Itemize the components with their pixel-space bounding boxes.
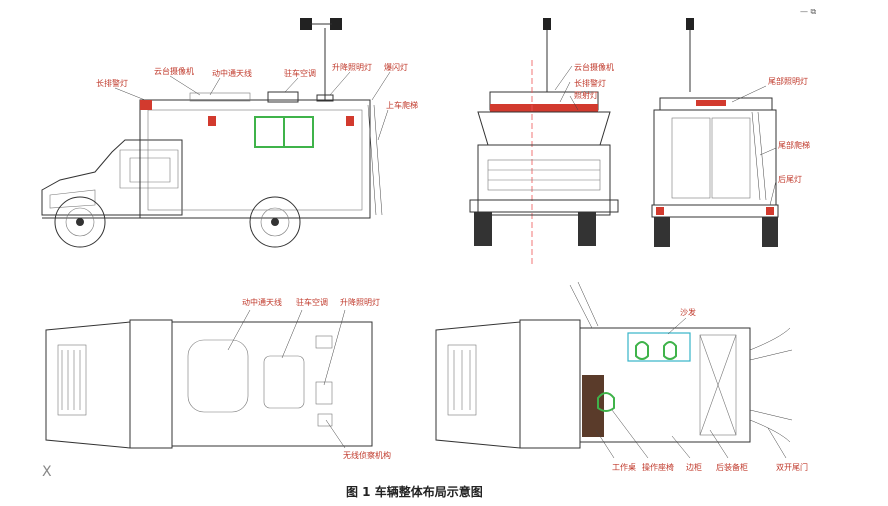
interior-view-drawing <box>435 281 793 459</box>
label-side-boarding-ladder: 上车爬梯 <box>386 100 418 110</box>
label-side-strobe-light: 爆闪灯 <box>384 62 408 72</box>
label-rear-tail-light: 尾部照明灯 <box>768 76 808 86</box>
label-interior-rear-cabinet: 后装备柜 <box>716 462 748 472</box>
top-view-drawing <box>45 309 373 449</box>
label-top-lift-light: 升降照明灯 <box>340 297 380 307</box>
label-rear-rear-lamp: 后尾灯 <box>778 174 802 184</box>
window-control-mark: — ⧉ <box>800 7 817 16</box>
figure-caption: 图 1 车辆整体布局示意图 <box>346 484 483 499</box>
label-rear-tail-ladder: 尾部爬梯 <box>778 140 810 150</box>
label-top-wireless-relay: 无线侦察机构 <box>343 450 391 460</box>
label-side-lift-light: 升降照明灯 <box>332 62 372 72</box>
corner-mark: X <box>42 464 52 480</box>
label-side-parking-ac: 驻车空调 <box>284 68 316 78</box>
label-interior-side-cabinet: 边柜 <box>686 462 702 472</box>
rear-view-drawing <box>651 18 779 247</box>
label-interior-sofa: 沙发 <box>680 307 696 317</box>
label-interior-workbench: 工作桌 <box>612 462 636 472</box>
label-side-light-bar: 长排警灯 <box>96 78 128 88</box>
label-interior-double-rear-door: 双开尾门 <box>776 462 808 472</box>
label-front-ptz-camera: 云台摄像机 <box>574 62 614 72</box>
label-top-parking-ac: 驻车空调 <box>296 297 328 307</box>
label-side-ptz-camera: 云台摄像机 <box>154 66 194 76</box>
front-view-drawing <box>469 18 619 265</box>
label-side-mobile-antenna: 动中通天线 <box>212 68 252 78</box>
side-view-drawing <box>41 18 391 248</box>
label-interior-operator-seat: 操作座椅 <box>642 462 674 472</box>
label-top-mobile-antenna: 动中通天线 <box>242 297 282 307</box>
label-front-flood-light: 照射灯 <box>574 90 598 100</box>
label-front-light-bar: 长排警灯 <box>574 78 606 88</box>
